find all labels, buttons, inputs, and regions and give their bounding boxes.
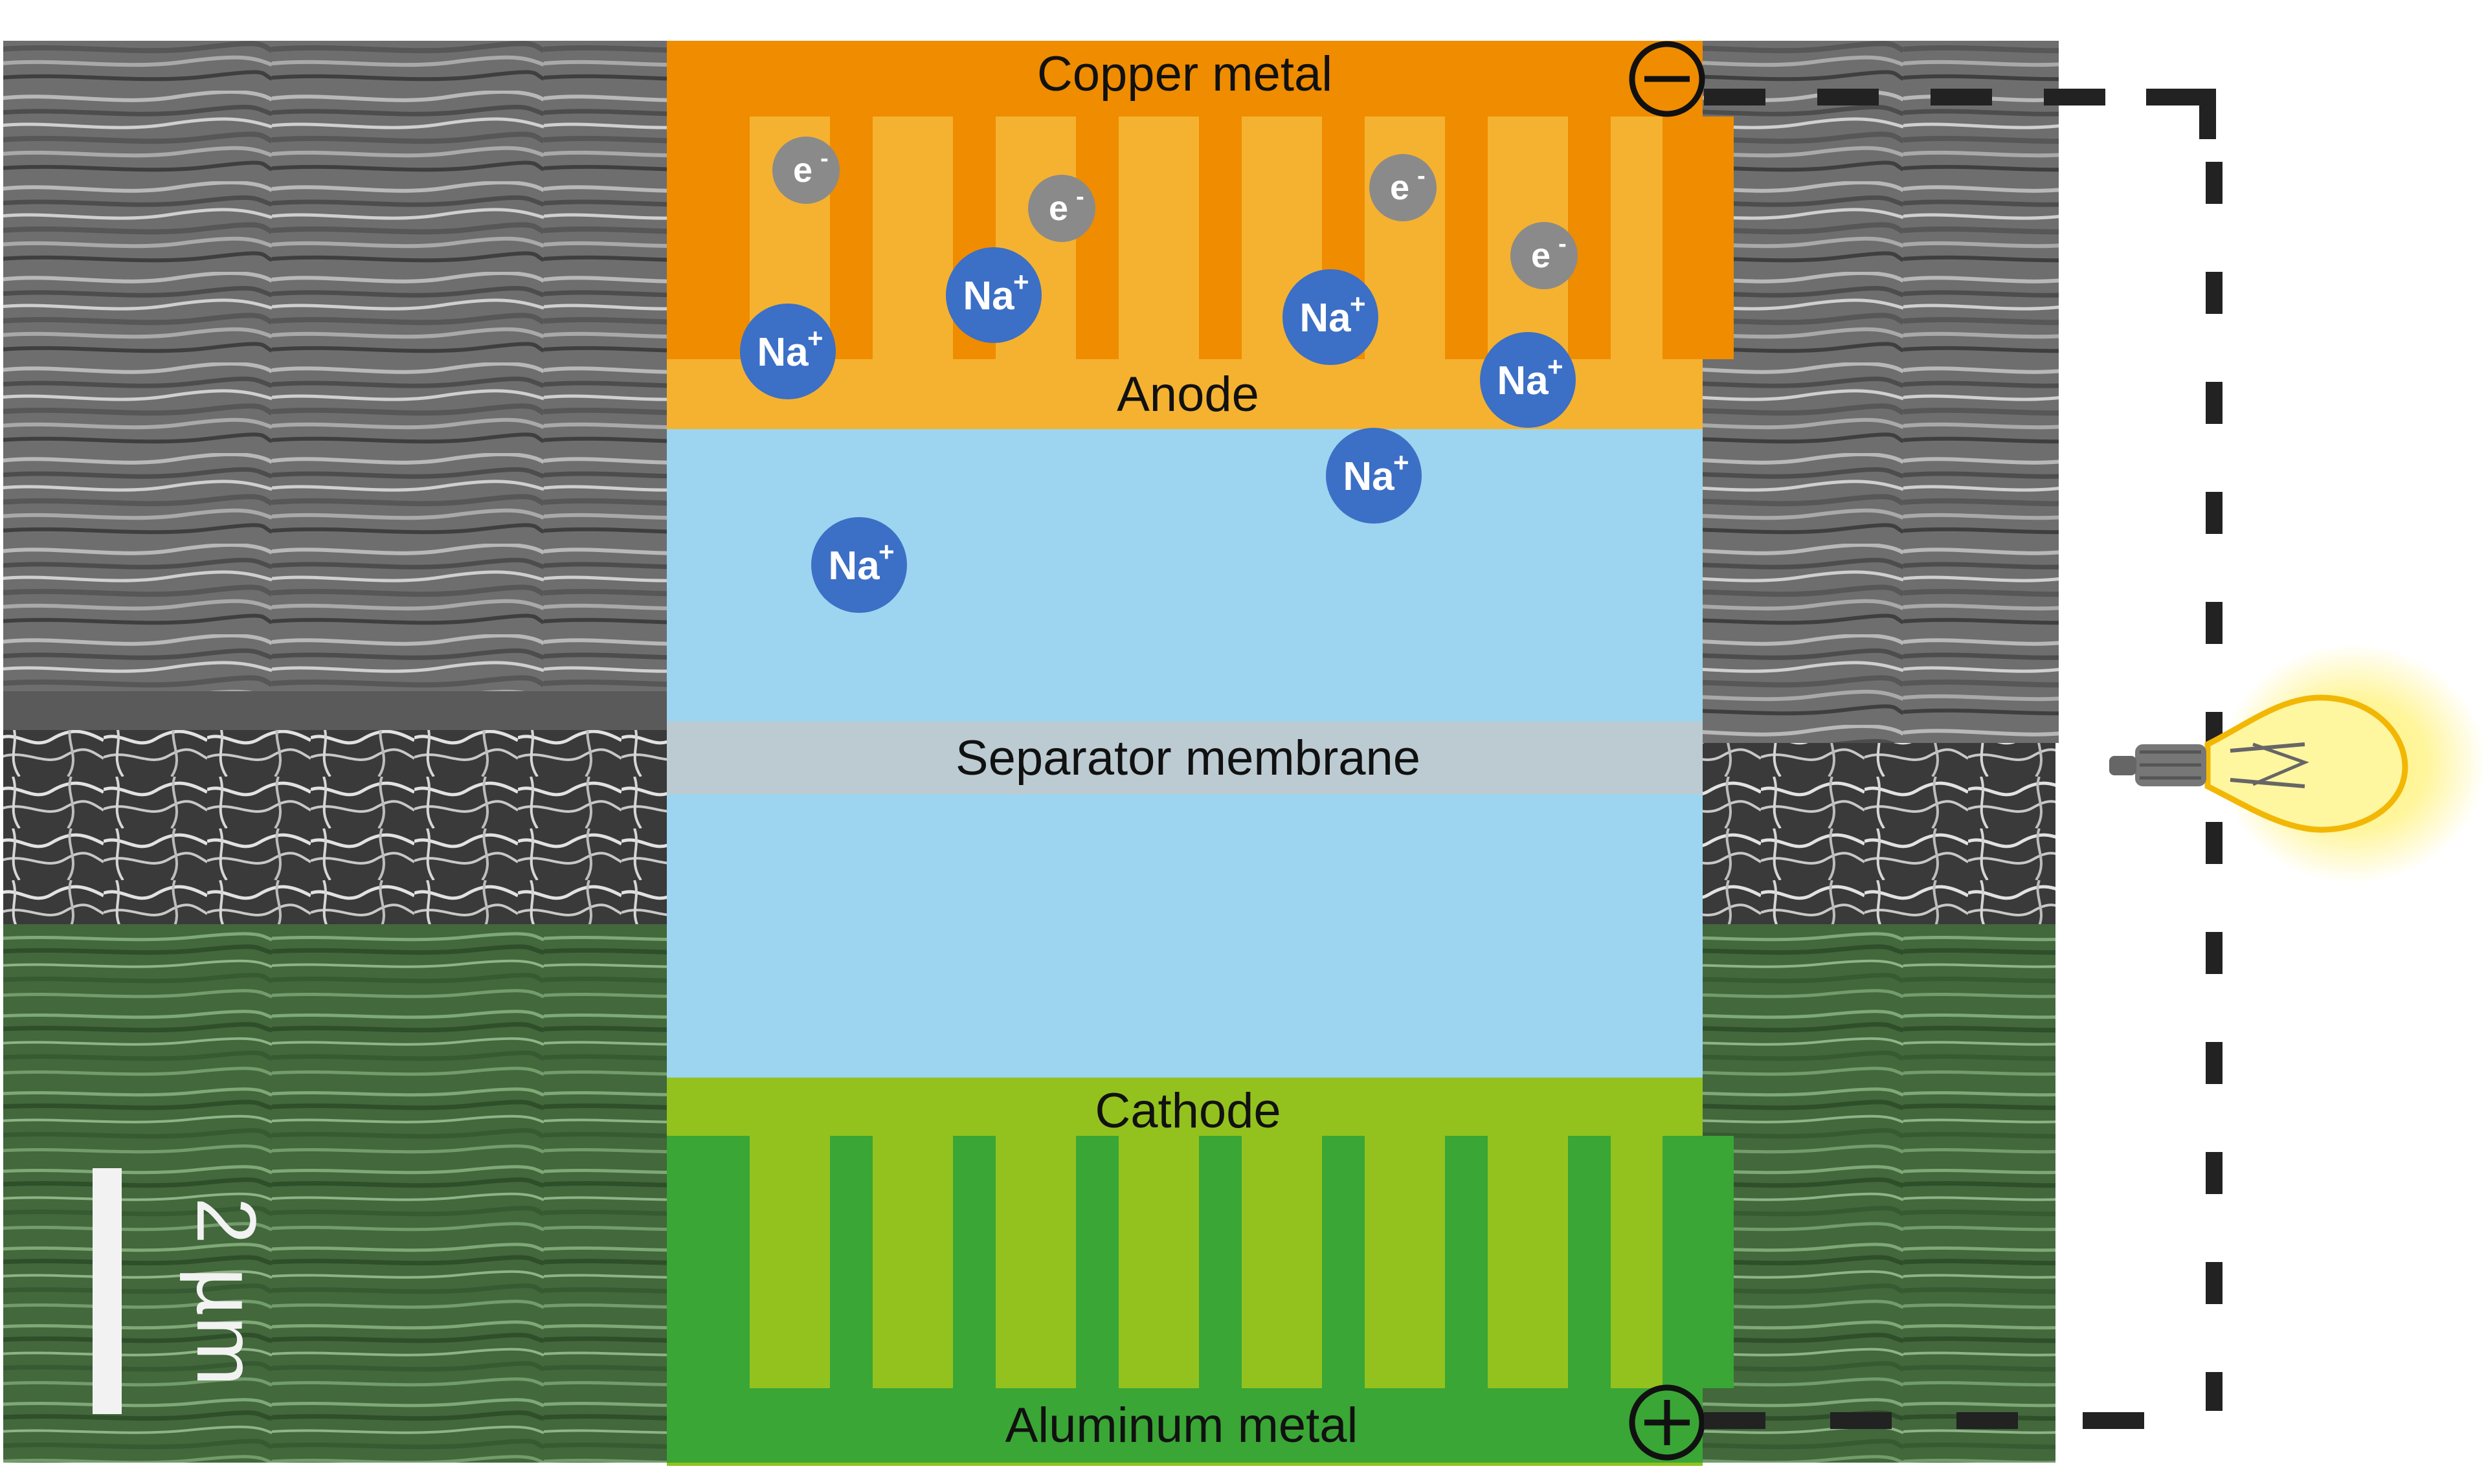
aluminum-bottom-band <box>667 1388 1703 1463</box>
label-cathode: Cathode <box>1095 1083 1281 1138</box>
anode-finger <box>1076 116 1119 359</box>
copper-top-band <box>667 41 1703 116</box>
svg-text:-: - <box>1558 230 1567 258</box>
svg-text:+: + <box>1013 267 1029 297</box>
anode-finger <box>707 116 750 359</box>
svg-text:e: e <box>1049 189 1068 228</box>
svg-text:+: + <box>879 537 895 567</box>
electron: e- <box>1369 154 1437 221</box>
label-anode: Anode <box>1117 367 1259 422</box>
wire-top-corner <box>2146 89 2216 139</box>
light-bulb-icon <box>2109 644 2486 883</box>
cathode-finger <box>707 1136 750 1388</box>
svg-text:-: - <box>1417 162 1426 190</box>
cathode-finger <box>1568 1136 1611 1388</box>
anode-finger <box>830 116 873 359</box>
minus-circle-icon <box>1629 41 1705 117</box>
electron: e- <box>772 137 840 204</box>
cathode-finger <box>1322 1136 1365 1388</box>
sodium-ion: Na+ <box>740 304 836 399</box>
svg-text:+: + <box>1547 351 1563 382</box>
sodium-ion: Na+ <box>1326 428 1422 524</box>
svg-text:-: - <box>1076 183 1084 210</box>
electron: e- <box>1028 175 1095 242</box>
label-copper-metal: Copper metal <box>1037 47 1332 102</box>
scale-bar: 2 µm <box>93 1168 274 1414</box>
sodium-ions: Na+Na+Na+Na+Na+Na+ <box>740 247 1576 613</box>
anode-finger <box>1663 116 1703 359</box>
plus-circle-icon <box>1629 1384 1705 1461</box>
scale-bar-label: 2 µm <box>179 1197 274 1386</box>
svg-text:e: e <box>793 151 812 190</box>
svg-text:Na: Na <box>1497 359 1549 403</box>
electron: e- <box>1510 222 1578 289</box>
anode-finger <box>1445 116 1488 359</box>
external-circuit <box>1704 89 2223 1429</box>
cathode-finger <box>1076 1136 1119 1388</box>
anode-finger <box>1199 116 1242 359</box>
cathode-finger <box>953 1136 996 1388</box>
svg-text:Na: Na <box>1343 454 1394 499</box>
sem-image-right <box>1703 41 2059 1463</box>
cathode-finger <box>830 1136 873 1388</box>
scale-bar-line <box>93 1168 122 1414</box>
battery-stack <box>667 41 1734 1466</box>
sodium-ion: Na+ <box>1282 269 1378 365</box>
label-separator: Separator membrane <box>956 731 1420 786</box>
svg-text:-: - <box>820 145 829 172</box>
electrolyte-lower <box>667 794 1703 1078</box>
cathode-fingers <box>667 1136 1734 1388</box>
sodium-ion: Na+ <box>1480 332 1576 428</box>
svg-text:Na: Na <box>1299 296 1351 340</box>
separator-membrane <box>667 722 1703 794</box>
anode-finger <box>667 116 707 359</box>
svg-text:e: e <box>1531 236 1551 275</box>
anode-finger <box>1568 116 1611 359</box>
svg-text:+: + <box>807 323 823 353</box>
sodium-ion: Na+ <box>811 517 907 613</box>
svg-text:+: + <box>1350 289 1366 319</box>
sodium-ion: Na+ <box>946 247 1042 343</box>
cathode-finger <box>1199 1136 1242 1388</box>
svg-text:e: e <box>1390 168 1409 207</box>
cathode-finger <box>1445 1136 1488 1388</box>
svg-text:Na: Na <box>828 544 880 588</box>
electrons: e-e-e-e- <box>772 137 1578 289</box>
label-aluminum-metal: Aluminum metal <box>1005 1398 1358 1453</box>
cathode-finger <box>667 1136 707 1388</box>
svg-text:Na: Na <box>963 274 1014 318</box>
anode-fingers <box>667 116 1734 359</box>
svg-text:Na: Na <box>757 330 809 375</box>
svg-text:+: + <box>1393 447 1409 478</box>
cathode-finger <box>1663 1136 1703 1388</box>
